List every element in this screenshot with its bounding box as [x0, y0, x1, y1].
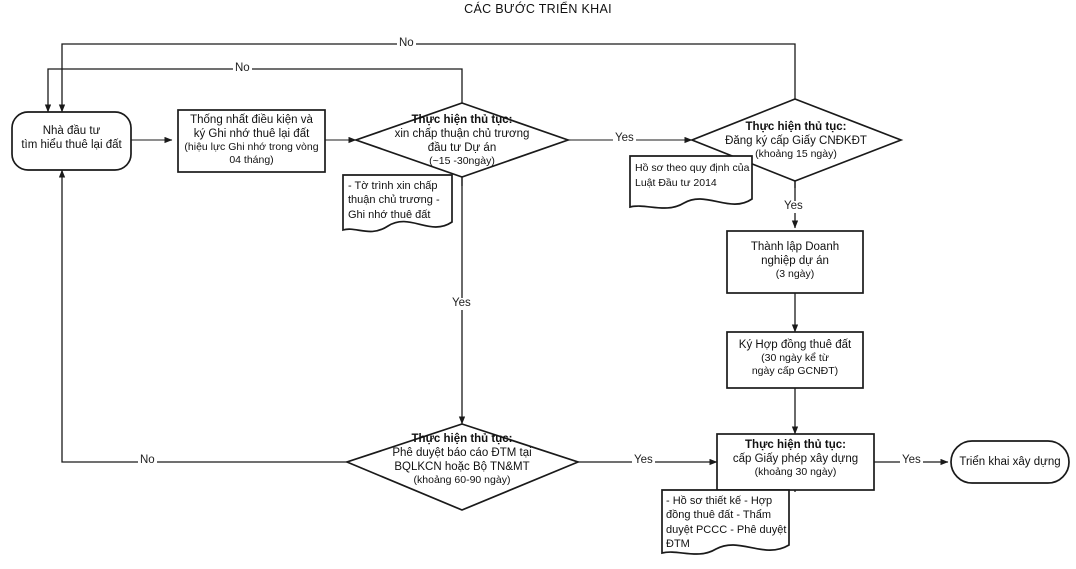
- note-permit-docs-line-1: - Hồ sơ thiết kế: [666, 495, 742, 507]
- edge-label-no-cndkdt: No: [397, 37, 416, 50]
- edge-no-policy-to-start: [44, 68, 463, 113]
- note-policy-docs-line-1: - Tờ trình xin chấp: [348, 180, 438, 192]
- node-end-shape: [950, 440, 1070, 484]
- edge-label-yes-policy-to-dtm: Yes: [450, 297, 473, 310]
- note-investment-law: Hồ sơ theo quy định của Luật Đầu tư 2014: [635, 161, 755, 190]
- note-permit-docs-shape: [661, 489, 790, 555]
- note-permit-docs: - Hồ sơ thiết kế - Hợp đồng thuê đất - T…: [666, 494, 791, 551]
- note-policy-docs-shape: [342, 174, 453, 233]
- edge-no-cndkdt-to-start: [58, 43, 796, 113]
- node-establish-company-shape: [726, 230, 864, 294]
- node-construction-permit-shape: [716, 433, 875, 491]
- note-policy-docs: - Tờ trình xin chấp thuận chủ trương - G…: [348, 179, 453, 222]
- node-start-shape: [11, 111, 132, 171]
- node-decision-dtm-shape: [344, 423, 581, 511]
- edge-label-yes-permit-to-end: Yes: [900, 454, 923, 467]
- note-policy-docs-line-3: - Ghi nhớ thuê đất: [348, 194, 440, 221]
- node-decision-policy-shape: [353, 102, 571, 178]
- diagram-title: CÁC BƯỚC TRIỂN KHAI: [464, 2, 612, 16]
- node-land-lease-shape: [726, 331, 864, 389]
- edge-label-no-dtm-to-start: No: [138, 454, 157, 467]
- edge-label-no-policy: No: [233, 62, 252, 75]
- edge-label-yes-cndkdt-to-company: Yes: [782, 200, 805, 213]
- note-permit-docs-line-4: - Phê duyệt ĐTM: [666, 523, 787, 550]
- note-permit-docs-line-2: - Hợp đồng thuê đất: [666, 495, 773, 522]
- note-investment-law-line-1: Hồ sơ theo quy định: [635, 162, 730, 174]
- edge-label-yes-dtm-to-permit: Yes: [632, 454, 655, 467]
- note-investment-law-shape: [629, 155, 753, 209]
- edge-label-yes-policy-to-cndkdt: Yes: [613, 132, 636, 145]
- node-mou-shape: [177, 109, 326, 173]
- note-policy-docs-line-2: thuận chủ trương: [348, 194, 433, 207]
- edge-no-dtm-to-start: [58, 169, 347, 463]
- note-permit-docs-line-3: - Thẩm duyệt PCCC: [666, 509, 771, 536]
- note-investment-law-line-2: của Luật Đầu tư 2014: [635, 162, 750, 189]
